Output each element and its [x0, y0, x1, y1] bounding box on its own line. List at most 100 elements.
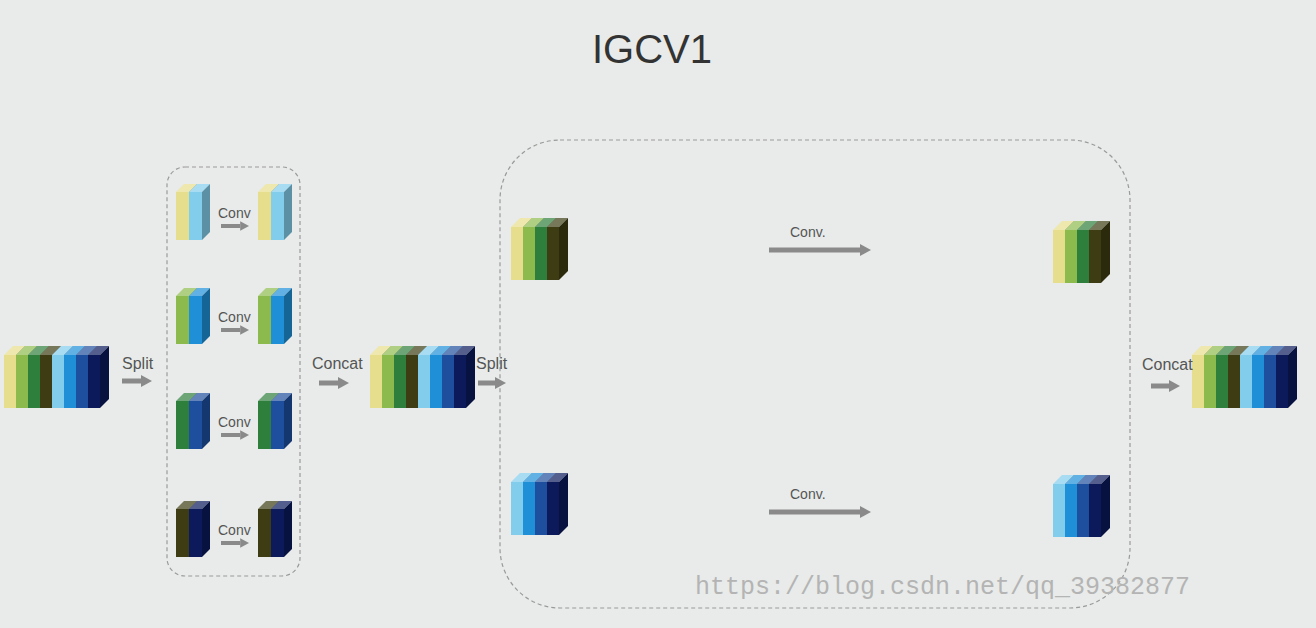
arrow-head: [860, 506, 871, 518]
arrow-shaft: [1151, 384, 1169, 389]
arrow-head: [1169, 380, 1180, 392]
slab-front: [4, 355, 16, 408]
arrow-shaft: [221, 433, 240, 437]
slab-front: [16, 355, 28, 408]
group-outline: [500, 140, 1130, 608]
watermark: https://blog.csdn.net/qq_39382877: [695, 574, 1190, 603]
slab-front: [1192, 355, 1204, 408]
slab-front: [88, 355, 100, 408]
slab-front: [1240, 355, 1252, 408]
slab-side: [284, 393, 292, 449]
slab-front: [176, 401, 189, 449]
slab-side: [202, 288, 210, 344]
operation-label: Conv.: [790, 224, 826, 240]
slab-front: [271, 401, 284, 449]
slab-front: [189, 401, 202, 449]
slab-side: [284, 501, 292, 557]
slab-front: [370, 355, 382, 408]
slab-side: [100, 346, 109, 408]
slab-front: [189, 296, 202, 344]
slab-front: [382, 355, 394, 408]
slab-front: [394, 355, 406, 408]
slab-front: [511, 482, 523, 535]
group-outline: [167, 167, 300, 576]
slab-front: [28, 355, 40, 408]
slab-front: [454, 355, 466, 408]
slab-front: [1065, 230, 1077, 283]
slab-front: [1089, 230, 1101, 283]
slab-front: [258, 192, 271, 240]
slab-front: [189, 192, 202, 240]
arrow-head: [860, 244, 871, 256]
slab-side: [284, 184, 292, 240]
operation-label: Concat: [312, 355, 363, 373]
slab-side: [466, 346, 475, 408]
slab-front: [189, 509, 202, 557]
slab-front: [64, 355, 76, 408]
slab-side: [1101, 475, 1110, 537]
slab-front: [1216, 355, 1228, 408]
slab-front: [547, 482, 559, 535]
arrow-shaft: [478, 381, 495, 386]
slab-front: [406, 355, 418, 408]
arrow-shaft: [769, 510, 860, 515]
slab-front: [535, 227, 547, 280]
arrow-head: [240, 538, 249, 548]
slab-front: [1252, 355, 1264, 408]
slab-front: [1089, 484, 1101, 537]
slab-front: [271, 509, 284, 557]
operation-label: Conv.: [790, 486, 826, 502]
slab-side: [1288, 346, 1297, 408]
operation-label: Concat: [1142, 356, 1193, 374]
slab-front: [258, 509, 271, 557]
arrow-shaft: [221, 541, 240, 545]
slab-front: [442, 355, 454, 408]
slab-side: [202, 184, 210, 240]
slab-front: [1276, 355, 1288, 408]
operation-label: Split: [122, 355, 153, 373]
slab-front: [523, 227, 535, 280]
slab-front: [1077, 230, 1089, 283]
arrow-head: [240, 325, 249, 335]
arrow-head: [141, 375, 152, 387]
slab-front: [176, 296, 189, 344]
arrow-shaft: [221, 328, 240, 332]
slab-side: [284, 288, 292, 344]
slab-front: [418, 355, 430, 408]
slab-front: [523, 482, 535, 535]
arrow-head: [338, 377, 349, 389]
slab-front: [271, 296, 284, 344]
slab-front: [511, 227, 523, 280]
slab-front: [271, 192, 284, 240]
slab-front: [176, 192, 189, 240]
slab-front: [40, 355, 52, 408]
arrow-shaft: [319, 381, 338, 386]
slab-side: [559, 473, 568, 535]
slab-front: [547, 227, 559, 280]
slab-front: [1053, 230, 1065, 283]
arrow-head: [240, 221, 249, 231]
slab-front: [52, 355, 64, 408]
arrow-shaft: [122, 379, 141, 384]
slab-front: [1264, 355, 1276, 408]
slab-front: [176, 509, 189, 557]
slab-front: [535, 482, 547, 535]
slab-front: [1053, 484, 1065, 537]
arrow-head: [240, 430, 249, 440]
slab-side: [559, 218, 568, 280]
operation-label: Conv: [218, 522, 251, 538]
operation-label: Conv: [218, 205, 251, 221]
operation-label: Conv: [218, 414, 251, 430]
slab-front: [1065, 484, 1077, 537]
arrow-shaft: [769, 248, 860, 253]
slab-front: [258, 401, 271, 449]
slab-front: [430, 355, 442, 408]
slab-side: [202, 393, 210, 449]
slab-front: [258, 296, 271, 344]
slab-front: [76, 355, 88, 408]
operation-label: Conv: [218, 309, 251, 325]
operation-label: Split: [476, 355, 507, 373]
slab-front: [1228, 355, 1240, 408]
diagram-title: IGCV1: [592, 26, 712, 72]
